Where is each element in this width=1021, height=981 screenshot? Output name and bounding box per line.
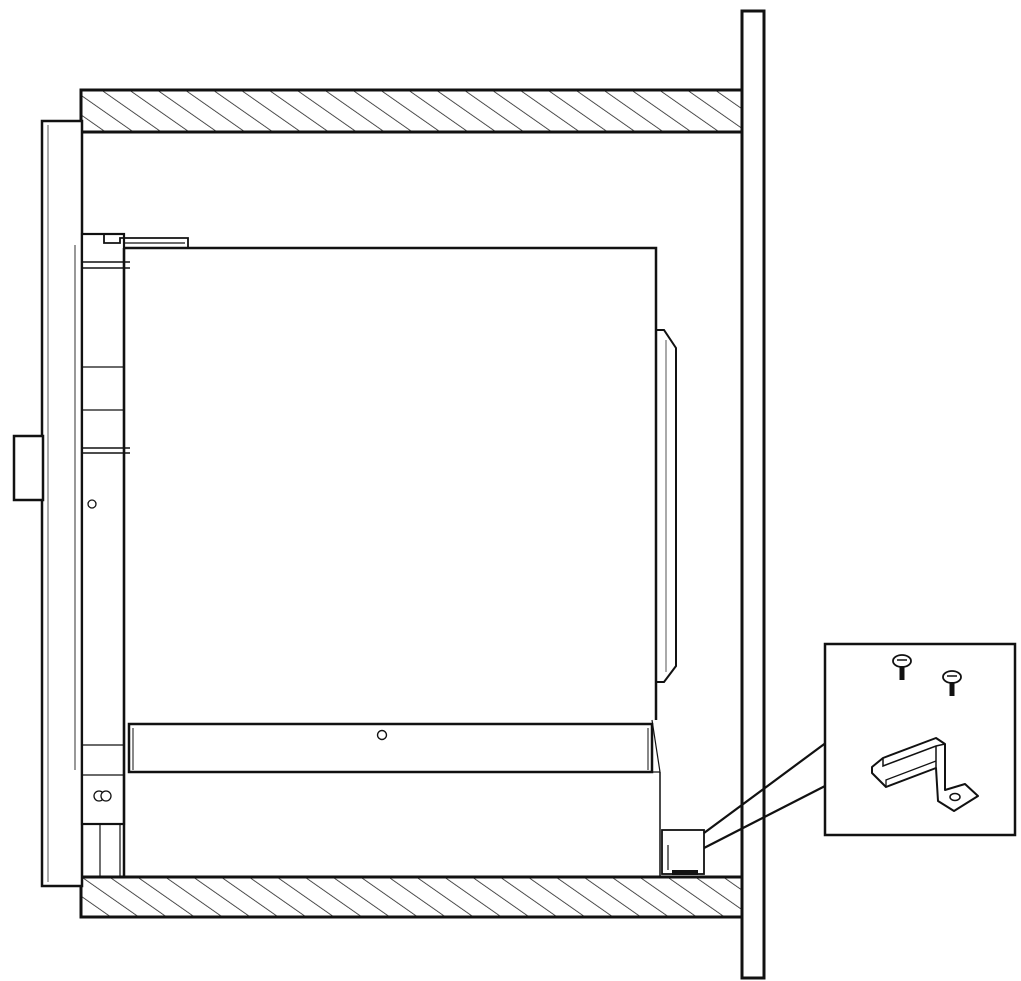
- detail-callout: [823, 642, 1017, 837]
- appliance-front-panel: [12, 119, 84, 888]
- appliance-body: [122, 246, 677, 877]
- door-handle: [12, 434, 45, 502]
- cabinet-shelf-bottom: [79, 875, 744, 919]
- mounting-bracket: [661, 829, 705, 875]
- base-screw-hole: [376, 729, 388, 741]
- cabinet-side-panel-right: [740, 9, 766, 980]
- screw-icon: [942, 670, 962, 696]
- appliance-base-strip: [127, 719, 661, 877]
- screw-icon: [892, 654, 912, 680]
- mounting-bracket-icon: [871, 737, 979, 812]
- callout-pointer: [703, 741, 828, 849]
- appliance-frame-strip: [74, 232, 189, 877]
- cabinet-shelf-top: [79, 88, 744, 134]
